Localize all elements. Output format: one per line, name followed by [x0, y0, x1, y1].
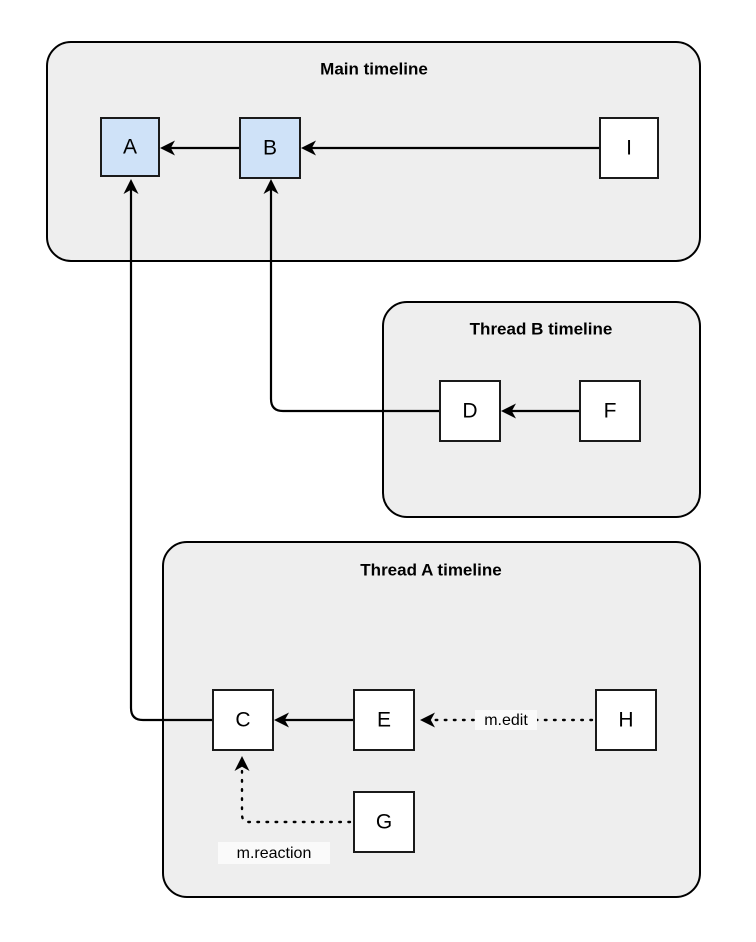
event-node-box-A[interactable] — [100, 117, 160, 177]
edge-label-background-G-to-C — [218, 842, 330, 864]
event-node-E[interactable]: E — [353, 689, 415, 751]
edge-label-G-to-C: m.reaction — [218, 842, 330, 864]
edge-F-to-D — [501, 403, 580, 419]
timeline-group-title-threadA: Thread A timeline — [360, 560, 501, 579]
event-node-A[interactable]: A — [100, 117, 160, 177]
event-node-G[interactable]: G — [353, 791, 415, 853]
timeline-group-box-threadB — [382, 301, 701, 518]
event-node-box-D[interactable] — [439, 380, 501, 442]
event-node-label-D: D — [462, 400, 477, 423]
event-node-D[interactable]: D — [439, 380, 501, 442]
event-node-box-I[interactable] — [599, 117, 659, 179]
event-node-box-G[interactable] — [353, 791, 415, 853]
event-node-F[interactable]: F — [579, 380, 641, 442]
event-node-box-F[interactable] — [579, 380, 641, 442]
arrowhead-icon-H-to-E — [420, 712, 435, 728]
timeline-group-threadB: Thread B timeline — [382, 301, 701, 518]
event-node-box-E[interactable] — [353, 689, 415, 751]
event-node-H[interactable]: H — [595, 689, 657, 751]
event-node-label-H: H — [618, 709, 633, 732]
arrowhead-icon-I-to-B — [301, 140, 316, 156]
timeline-group-title-main: Main timeline — [320, 59, 428, 78]
arrowhead-icon-D-to-B — [263, 179, 279, 194]
arrowhead-icon-G-to-C — [234, 756, 250, 771]
event-node-label-I: I — [626, 137, 632, 160]
timeline-group-box-main — [46, 41, 701, 262]
edge-B-to-A — [160, 140, 240, 156]
edge-labels-layer: m.edit m.reaction — [218, 710, 537, 864]
edge-label-text-G-to-C: m.reaction — [237, 845, 312, 862]
event-node-B[interactable]: B — [239, 117, 301, 179]
event-node-label-A: A — [123, 136, 137, 159]
event-node-box-B[interactable] — [239, 117, 301, 179]
event-node-label-G: G — [376, 811, 392, 834]
event-node-label-B: B — [263, 137, 277, 160]
edge-line-G-to-C — [240, 762, 352, 824]
timeline-group-main: Main timeline — [46, 41, 701, 262]
edge-label-background-H-to-E — [475, 710, 537, 730]
event-node-box-H[interactable] — [595, 689, 657, 751]
event-node-label-C: C — [235, 709, 250, 732]
arrowhead-icon-B-to-A — [160, 140, 175, 156]
edge-label-H-to-E: m.edit — [475, 710, 537, 730]
event-node-I[interactable]: I — [599, 117, 659, 179]
edge-I-to-B — [301, 140, 600, 156]
arrowhead-icon-F-to-D — [501, 403, 516, 419]
event-node-C[interactable]: C — [212, 689, 274, 751]
edge-E-to-C — [274, 712, 354, 728]
edge-label-text-H-to-E: m.edit — [484, 712, 528, 729]
edge-G-to-C — [234, 756, 352, 824]
event-node-label-F: F — [604, 400, 617, 423]
edge-line-C-to-A — [129, 185, 213, 722]
event-node-label-E: E — [377, 709, 391, 732]
event-nodes-layer: A B I D F C E H G — [100, 117, 659, 853]
arrowhead-icon-E-to-C — [274, 712, 289, 728]
timeline-group-title-threadB: Thread B timeline — [470, 319, 613, 338]
arrowhead-icon-C-to-A — [123, 179, 139, 194]
event-node-box-C[interactable] — [212, 689, 274, 751]
edge-D-to-B — [263, 179, 440, 413]
edge-C-to-A — [123, 179, 213, 722]
edge-line-D-to-B — [269, 185, 440, 413]
